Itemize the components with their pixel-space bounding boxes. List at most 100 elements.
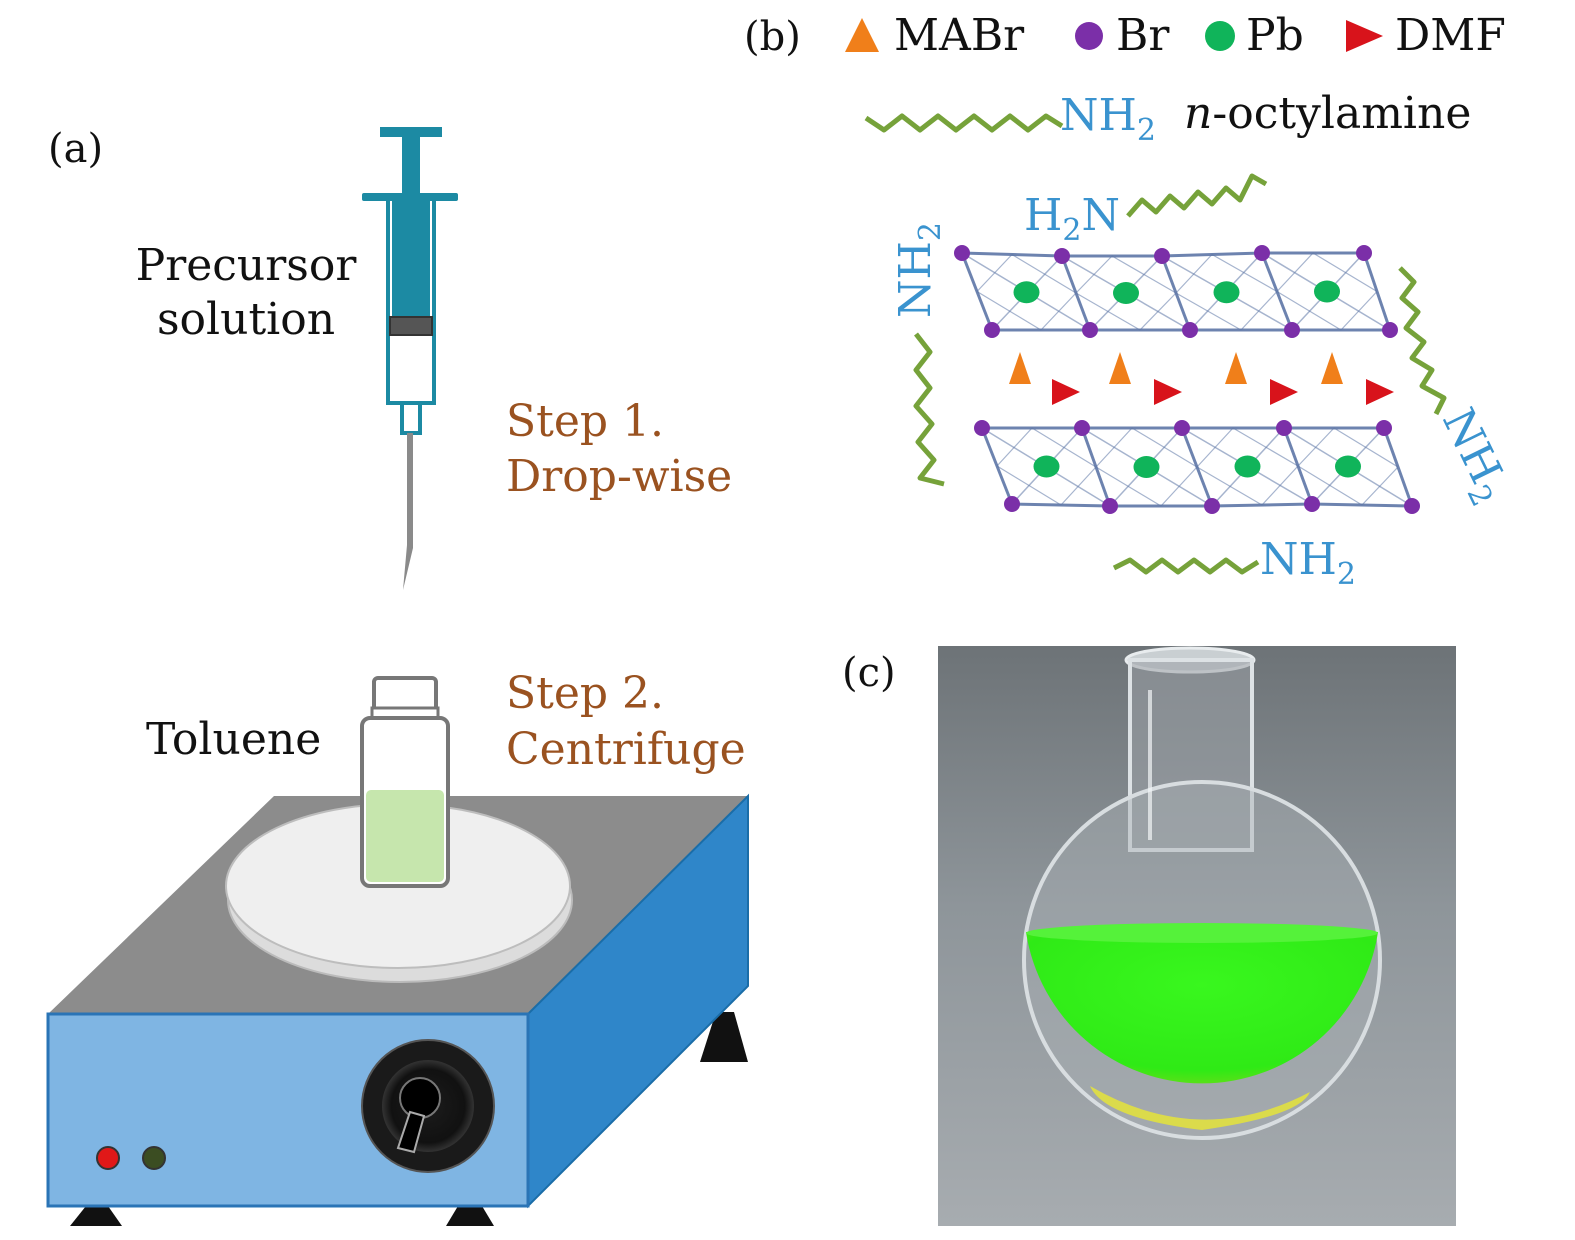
toluene-label: Toluene [146,714,321,765]
plunger-thumb [380,127,442,137]
pb-atom [1033,455,1060,478]
step1-label-2: Drop-wise [506,451,732,502]
lattice-bond [1175,292,1242,331]
plunger-rod [402,135,420,197]
lattice-bond [976,290,1042,331]
lattice-bond [1031,427,1097,468]
barrel-fill [392,201,430,317]
lattice-bond [1075,255,1113,294]
lattice-bond [1111,255,1177,294]
lattice-bond [1362,252,1392,331]
pb-atom [1234,455,1261,478]
ligand-chain-top [1126,173,1268,218]
perovskite-structure [954,245,1420,514]
stirrer-foot-left [70,1206,122,1226]
nh2-label-left: NH2 [890,222,948,318]
power-led-green [142,1146,166,1170]
br-atom [974,420,990,436]
mabr-molecule [1009,352,1031,384]
lattice-bond [1333,427,1399,468]
lattice-bond [976,254,1013,292]
br-atom [1276,420,1292,436]
lattice-bond [1297,465,1363,506]
lattice-bond [1382,427,1414,507]
mabr-molecule [1321,352,1343,384]
legend-mabr-marker [845,18,879,52]
lattice-bond [1340,291,1378,331]
stirrer-foot-right [446,1206,494,1226]
pb-atom [1213,281,1240,304]
br-atom [1356,245,1372,261]
pb-atom [1314,280,1340,303]
speed-knob-cap [399,1077,441,1119]
step2-label-1: Step 2. [506,668,664,719]
interlayer-molecules [1009,352,1394,405]
br-atom [1074,420,1090,436]
mabr-molecule [1225,352,1247,384]
br-atom [1254,245,1270,261]
lattice-atoms [954,245,1420,514]
br-atom [1102,498,1118,514]
syringe [362,127,458,590]
lattice-bond [1312,252,1378,293]
legend-dmf-marker [1346,20,1383,52]
pb-atom [1335,455,1361,478]
lattice-bond [1131,427,1198,468]
br-atom [1174,420,1190,436]
dmf-molecule [1052,379,1080,405]
power-led-red [96,1146,120,1170]
lattice-bond [1139,292,1177,331]
br-atom [1304,496,1320,512]
br-atom [1376,420,1392,436]
dmf-molecule [1366,379,1394,405]
dmf-molecule [1154,379,1182,405]
legend-pb-marker [1205,21,1235,51]
mabr-molecule [1109,352,1131,384]
ligand-chain-bottom [1112,557,1260,575]
flask-liquid [1026,932,1378,1084]
step2-label-2: Centrifuge [506,724,746,775]
lattice-bond [1095,466,1162,507]
stirrer-foot-back [700,1012,748,1062]
syringe-tip [400,401,422,435]
lattice-bond [1361,466,1399,506]
flask-liquid-surface [1026,923,1378,943]
flask-photo [938,646,1456,1226]
plunger-seal [389,316,433,336]
lattice-bond [1095,427,1133,468]
stirrer [46,793,749,1226]
dmf-molecule [1270,379,1298,405]
br-atom [1382,322,1398,338]
lattice-bond [996,465,1062,506]
ligand-chain-left [913,332,945,487]
h2n-label: H2N [1024,190,1120,248]
flask-yellow-sediment [1090,1086,1310,1130]
nh2-label-bottom: NH2 [1260,534,1356,592]
legend-mabr-label: MABr [894,10,1025,61]
br-atom [1154,248,1170,264]
lattice-bond [1196,466,1263,506]
panel-b-label: (b) [744,14,801,60]
legend-ligand-name: n-octylamine [1184,88,1471,139]
lattice-bond [1075,292,1141,331]
lattice-bond [1276,252,1314,292]
lattice-bond [1232,427,1299,467]
legend-br-marker [1075,22,1103,50]
br-atom [1204,498,1220,514]
lattice-bond [1211,253,1278,293]
br-atom [954,245,970,261]
pb-atom [1013,281,1040,304]
lattice-bond [1261,465,1299,506]
lattice-bond [1240,291,1278,331]
vial-liquid [366,790,444,882]
panel-c-label: (c) [842,650,896,696]
lattice-bond [1276,290,1342,331]
lattice-bond [1060,466,1097,506]
br-atom [1004,496,1020,512]
vial [360,676,450,888]
lattice-bond [996,427,1033,467]
br-atom [1284,322,1300,338]
legend: MABr Br Pb DMF [845,10,1506,61]
br-atom [1054,248,1070,264]
precursor-label-1: Precursor [136,240,358,291]
